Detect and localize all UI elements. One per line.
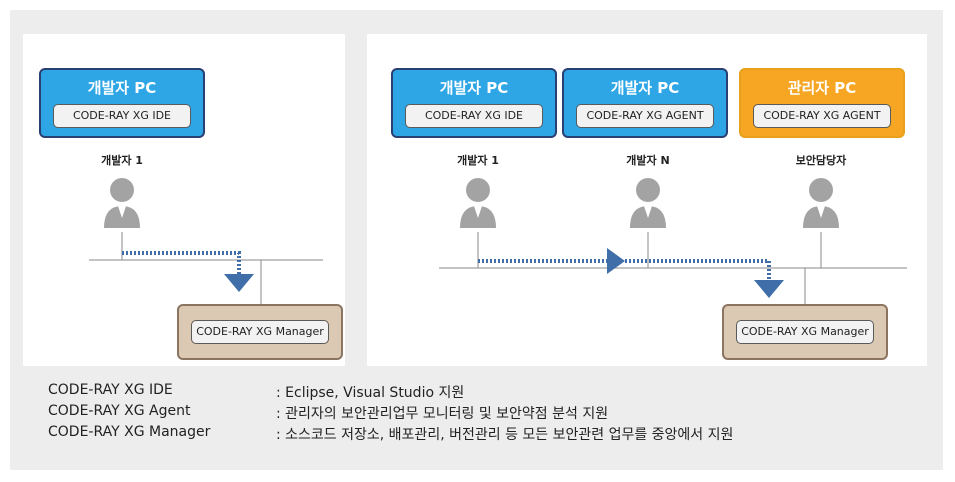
pc-product-label: CODE-RAY XG AGENT	[753, 104, 891, 128]
manager-label: CODE-RAY XG Manager	[191, 320, 329, 344]
manager-box: CODE-RAY XG Manager	[722, 304, 888, 360]
diagram-frame: 개발자 PC CODE-RAY XG IDE 개발자 1 CODE-RAY XG…	[10, 10, 943, 470]
left-panel: 개발자 PC CODE-RAY XG IDE 개발자 1 CODE-RAY XG…	[23, 34, 345, 366]
person-label-1: 개발자 1	[457, 154, 499, 167]
pc-product-label: CODE-RAY XG IDE	[405, 104, 543, 128]
pc-title: 관리자 PC	[787, 79, 857, 97]
arrow-down-icon	[224, 274, 254, 292]
manager-label: CODE-RAY XG Manager	[736, 320, 874, 344]
arrow-down-icon	[754, 280, 784, 298]
legend-desc: : Eclipse, Visual Studio 지원	[276, 385, 465, 401]
legend-term: CODE-RAY XG Manager	[48, 424, 211, 440]
person-icon	[630, 178, 666, 228]
developer-pc-box: 개발자 PC CODE-RAY XG IDE	[39, 68, 205, 138]
developer-pc-box-1: 개발자 PC CODE-RAY XG IDE	[391, 68, 557, 138]
person-icon	[803, 178, 839, 228]
person-icon	[460, 178, 496, 228]
manager-box: CODE-RAY XG Manager	[177, 304, 343, 360]
person-label-n: 개발자 N	[626, 154, 670, 167]
pc-title: 개발자 PC	[439, 79, 509, 97]
person-label: 개발자 1	[101, 154, 143, 167]
left-network	[89, 232, 323, 304]
right-network	[439, 232, 907, 304]
legend-term: CODE-RAY XG IDE	[48, 382, 173, 398]
admin-pc-box: 관리자 PC CODE-RAY XG AGENT	[739, 68, 905, 138]
pc-product-label: CODE-RAY XG IDE	[53, 104, 191, 128]
right-panel: 개발자 PC CODE-RAY XG IDE 개발자 PC CODE-RAY X…	[367, 34, 927, 366]
developer-pc-box-n: 개발자 PC CODE-RAY XG AGENT	[562, 68, 728, 138]
legend-desc: : 소스코드 저장소, 배포관리, 버전관리 등 모든 보안관련 업무를 중앙에…	[276, 427, 734, 443]
legend-term: CODE-RAY XG Agent	[48, 403, 191, 419]
arrow-right-icon	[607, 248, 625, 274]
pc-title: 개발자 PC	[610, 79, 680, 97]
legend-desc: : 관리자의 보안관리업무 모니터링 및 보안약점 분석 지원	[276, 406, 609, 422]
pc-product-label: CODE-RAY XG AGENT	[576, 104, 714, 128]
person-label-security: 보안담당자	[795, 154, 847, 167]
pc-title: 개발자 PC	[87, 79, 157, 97]
person-icon	[104, 178, 140, 228]
